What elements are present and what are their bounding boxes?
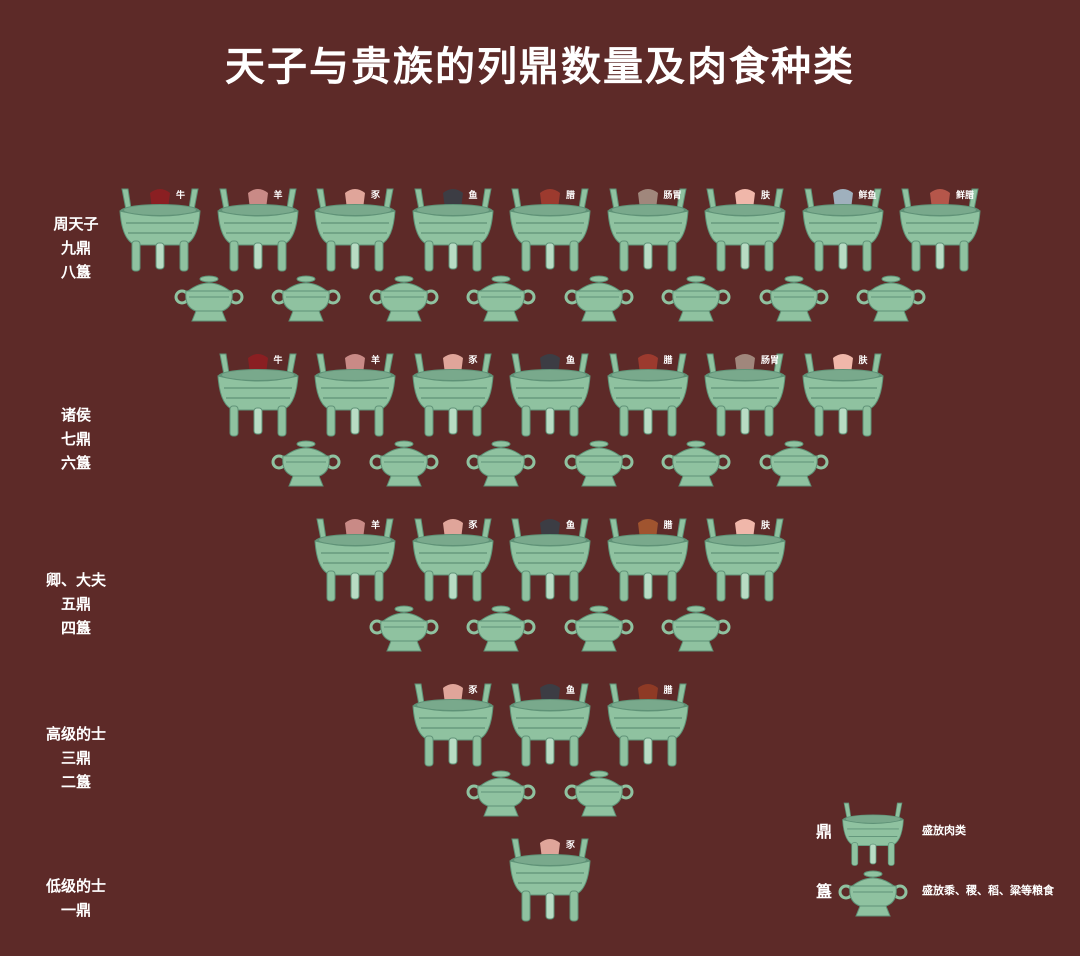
- ding-vessel: [309, 185, 401, 277]
- ding-vessel: [602, 350, 694, 442]
- meat-label: 肤: [858, 356, 868, 366]
- rank-label: 卿、大夫五鼎四簋: [30, 568, 122, 640]
- rank-gui: 二簋: [60, 773, 91, 791]
- ding-vessel: [504, 515, 596, 607]
- gui-vessel: [759, 273, 829, 327]
- rank-name: 卿、大夫: [45, 571, 106, 589]
- rank-name: 周天子: [53, 215, 99, 233]
- ding-vessel: [602, 185, 694, 277]
- gui-vessel: [661, 603, 731, 657]
- ding-vessel: [797, 185, 889, 277]
- meat-label: 鱼: [566, 356, 576, 366]
- meat-label: 豕: [371, 191, 381, 201]
- rank-gui: 六簋: [60, 454, 91, 472]
- rank-name: 诸侯: [60, 406, 91, 424]
- ding-vessel: [114, 185, 206, 277]
- meat-label: 腊: [566, 191, 576, 201]
- legend-gui-desc: 盛放黍、稷、稻、粱等粮食: [922, 884, 1054, 897]
- gui-vessel: [271, 273, 341, 327]
- gui-vessel: [564, 603, 634, 657]
- rank-label: 高级的士三鼎二簋: [30, 722, 122, 794]
- meat-label: 牛: [273, 356, 283, 366]
- meat-label: 鱼: [468, 191, 478, 201]
- ding-vessel: [407, 350, 499, 442]
- ding-vessel: [504, 835, 596, 927]
- rank-name: 低级的士: [45, 877, 106, 895]
- rank-ding: 九鼎: [60, 239, 91, 257]
- rank-gui: 四簋: [60, 619, 91, 637]
- meat-label: 豕: [468, 356, 478, 366]
- meat-label: 牛: [176, 191, 186, 201]
- meat-label: 鲜腊: [956, 191, 975, 201]
- rank-ding: 一鼎: [60, 901, 91, 919]
- rank-label: 诸侯七鼎六簋: [30, 403, 122, 475]
- ding-vessel: [699, 515, 791, 607]
- gui-vessel: [174, 273, 244, 327]
- meat-label: 豕: [468, 521, 478, 531]
- gui-vessel: [466, 603, 536, 657]
- meat-label: 豕: [468, 686, 478, 696]
- rank-label: 周天子九鼎八簋: [30, 212, 122, 284]
- ding-vessel: [504, 350, 596, 442]
- gui-vessel: [466, 768, 536, 822]
- ding-vessel: [797, 350, 889, 442]
- ding-vessel: [504, 680, 596, 772]
- rank-ding: 五鼎: [60, 595, 91, 613]
- legend-ding-desc: 盛放肉类: [922, 824, 966, 837]
- rank-ding: 七鼎: [60, 430, 91, 448]
- gui-vessel: [759, 438, 829, 492]
- ding-vessel: [699, 185, 791, 277]
- ding-vessel: [407, 515, 499, 607]
- meat-label: 肤: [761, 191, 771, 201]
- meat-label: 腊: [663, 356, 673, 366]
- meat-label: 肠胃: [761, 356, 780, 366]
- gui-vessel: [369, 273, 439, 327]
- legend-gui-icon: [838, 868, 908, 922]
- ding-vessel: [212, 350, 304, 442]
- gui-vessel: [661, 273, 731, 327]
- gui-vessel: [466, 273, 536, 327]
- ding-vessel: [309, 350, 401, 442]
- ding-vessel: [602, 680, 694, 772]
- gui-vessel: [271, 438, 341, 492]
- rank-ding: 三鼎: [60, 749, 91, 767]
- meat-label: 羊: [371, 521, 381, 531]
- ding-vessel: [602, 515, 694, 607]
- legend-gui-label: 簋: [816, 882, 833, 901]
- meat-label: 腊: [663, 521, 673, 531]
- ding-vessel: [309, 515, 401, 607]
- gui-vessel: [369, 603, 439, 657]
- meat-label: 肤: [761, 521, 771, 531]
- page-title: 天子与贵族的列鼎数量及肉食种类: [225, 43, 855, 90]
- rank-gui: 八簋: [60, 263, 91, 281]
- meat-label: 鱼: [566, 686, 576, 696]
- legend-ding-label: 鼎: [816, 822, 833, 841]
- meat-label: 鲜鱼: [858, 191, 877, 201]
- gui-vessel: [564, 768, 634, 822]
- meat-label: 羊: [273, 191, 283, 201]
- rank-label: 低级的士一鼎: [30, 874, 122, 922]
- meat-label: 羊: [371, 356, 381, 366]
- gui-vessel: [856, 273, 926, 327]
- meat-label: 肠胃: [663, 191, 682, 201]
- gui-vessel: [466, 438, 536, 492]
- meat-label: 豕: [566, 841, 576, 851]
- gui-vessel: [661, 438, 731, 492]
- meat-label: 鱼: [566, 521, 576, 531]
- ding-vessel: [894, 185, 986, 277]
- gui-vessel: [369, 438, 439, 492]
- ding-vessel: [504, 185, 596, 277]
- ding-vessel: [407, 185, 499, 277]
- meat-label: 腊: [663, 686, 673, 696]
- gui-vessel: [564, 273, 634, 327]
- ding-vessel: [407, 680, 499, 772]
- rank-name: 高级的士: [45, 725, 106, 743]
- gui-vessel: [564, 438, 634, 492]
- ding-vessel: [699, 350, 791, 442]
- legend-ding-icon: [838, 800, 908, 871]
- ding-vessel: [212, 185, 304, 277]
